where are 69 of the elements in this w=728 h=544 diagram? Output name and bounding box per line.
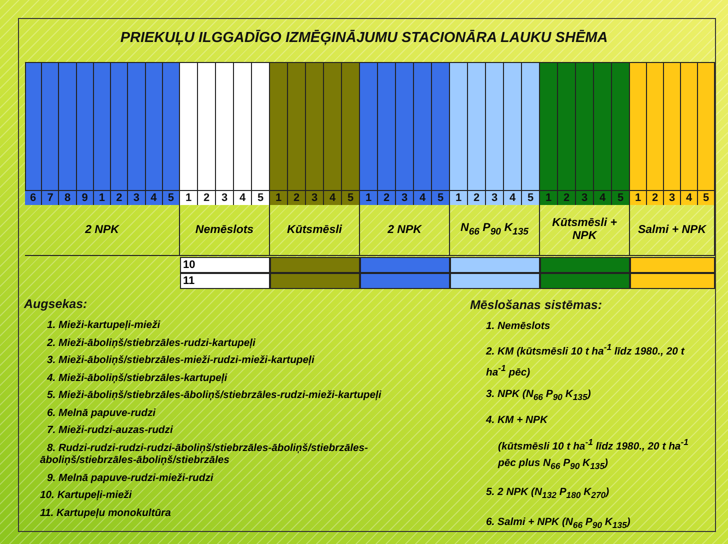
plot-number: 3: [664, 190, 681, 205]
plot-number: 5: [432, 190, 450, 205]
treatment-heading: N$_{66}$ P$_{90}$ K$_{135}$: [460, 222, 528, 238]
plot-number: 3: [216, 190, 234, 205]
treatment-heading: Kūtsmēsli + NPK: [551, 217, 618, 243]
plot-number: 2: [468, 190, 486, 205]
plot-number: 3: [576, 190, 594, 205]
plot-number: 1: [450, 190, 468, 205]
treatment-heading: Nemēslots: [195, 224, 254, 236]
plot-number: 1: [94, 190, 112, 205]
list-item: 4. Mieži-āboliņš/stiebrzāles-kartupeļi: [47, 372, 228, 384]
plot-number: 4: [146, 190, 163, 205]
row-number-cell: 11: [180, 273, 270, 289]
plot-number: 4: [594, 190, 612, 205]
plot-number: 5: [612, 190, 630, 205]
plot-number: 1: [360, 190, 378, 205]
section-heading: Augsekas:: [24, 297, 88, 313]
treatment-heading: 2 NPK: [85, 224, 119, 236]
list-item: 5. 2 NPK (N$_{132}$ P$_{180}$ K$_{270}$): [486, 486, 610, 502]
list-item: 1. Nemēslots: [486, 320, 552, 334]
treatment-heading: Kūtsmēsli: [287, 224, 342, 236]
plot-number: 1: [180, 190, 198, 205]
plot-number: 5: [698, 190, 715, 205]
list-item: 9. Melnā papuve-rudzi-mieži-rudzi: [47, 472, 214, 484]
plot-number: 1: [270, 190, 288, 205]
plot-number: 8: [59, 190, 77, 205]
plot-number: 6: [25, 190, 42, 205]
plot-number: 4: [234, 190, 252, 205]
plot-number: 2: [111, 190, 128, 205]
list-item: 11. Kartupeļu monokultūra: [40, 508, 172, 520]
plot-number: 9: [76, 190, 94, 205]
plot-number: 2: [647, 190, 664, 205]
plot-number: 5: [252, 190, 270, 205]
section-heading: Mēslošanas sistēmas:: [470, 298, 604, 314]
list-item: 2. Mieži-āboliņš/stiebrzāles-rudzi-kartupeļi: [47, 338, 256, 350]
list-item: 8. Rudzi-rudzi-rudzi-rudzi-āboliņš/stiebrzāles-āboliņš/stiebrzāles-āboliņš/stiebrzāles-āboliņš/stiebrzāles: [40, 442, 369, 466]
list-item: (kūtsmēsli 10 t ha$^{-1}$ līdz 1980., 20 t ha$^{-1}$ pēc plus N$_{66}$ P$_{90}$ K$_{135}$): [498, 436, 690, 474]
plot-number: 7: [42, 190, 60, 205]
plot-number: 3: [486, 190, 504, 205]
plot-number: 2: [288, 190, 306, 205]
plot-number: 1: [630, 190, 647, 205]
plot-number: 4: [324, 190, 342, 205]
plot-number: 3: [396, 190, 414, 205]
plot-number: 5: [522, 190, 540, 205]
list-item: 2. KM (kūtsmēsli 10 t ha$^{-1}$ līdz 1980., 20 t ha$^{-1}$ pēc): [486, 341, 686, 381]
plot-number: 4: [504, 190, 522, 205]
list-item: 4. KM + NPK: [486, 414, 549, 428]
list-item: 6. Melnā papuve-rudzi: [47, 408, 157, 420]
plot-number: 3: [128, 190, 146, 205]
treatment-heading: Salmi + NPK: [638, 224, 706, 236]
list-item: 5. Mieži-āboliņš/stiebrzāles-āboliņš/stiebrzāles-rudzi-mieži-kartupeļi: [47, 390, 382, 402]
diagram-title: PRIEKUĻU ILGGADĪGO IZMĒĢINĀJUMU STACIONĀRA LAUKU SHĒMA: [119, 30, 609, 48]
plot-number: 3: [306, 190, 324, 205]
plot-number: 2: [198, 190, 216, 205]
list-item: 6. Salmi + NPK (N$_{66}$ P$_{90}$ K$_{135}$): [486, 516, 632, 532]
plot-number: 5: [342, 190, 360, 205]
plot-number: 2: [558, 190, 576, 205]
plot-number: 1: [540, 190, 558, 205]
list-item: 3. NPK (N$_{66}$ P$_{90}$ K$_{135}$): [486, 388, 592, 404]
list-item: 3. Mieži-āboliņš/stiebrzāles-mieži-rudzi-mieži-kartupeļi: [47, 355, 316, 367]
plot-number: 4: [414, 190, 432, 205]
plot-number: 5: [162, 190, 180, 205]
treatment-heading: 2 NPK: [388, 224, 422, 236]
list-item: 1. Mieži-kartupeļi-mieži: [47, 320, 162, 332]
plot-number: 4: [681, 190, 698, 205]
plot-number: 2: [378, 190, 396, 205]
list-item: 7. Mieži-rudzi-auzas-rudzi: [47, 425, 174, 437]
row-number-cell: 10: [180, 257, 270, 273]
list-item: 10. Kartupeļi-mieži: [40, 490, 133, 502]
